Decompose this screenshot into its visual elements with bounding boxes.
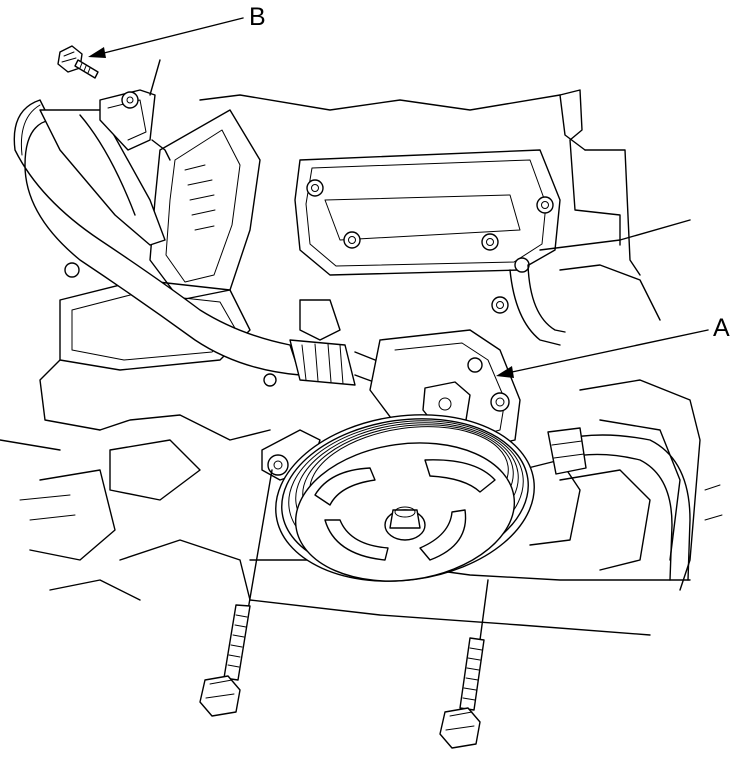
mounting-bolt-left (199, 469, 273, 717)
hose-clamp (547, 427, 587, 475)
callout-label-a: A (713, 314, 730, 342)
hose-bracket (99, 59, 171, 161)
pump-pulley (275, 414, 535, 582)
callout-leader-b (88, 17, 244, 58)
callout-label-b: B (249, 3, 266, 31)
bolt-b (57, 45, 99, 79)
callout-leader-a (496, 329, 709, 378)
return-hose (509, 264, 691, 581)
mounting-bolt-right (439, 579, 489, 749)
